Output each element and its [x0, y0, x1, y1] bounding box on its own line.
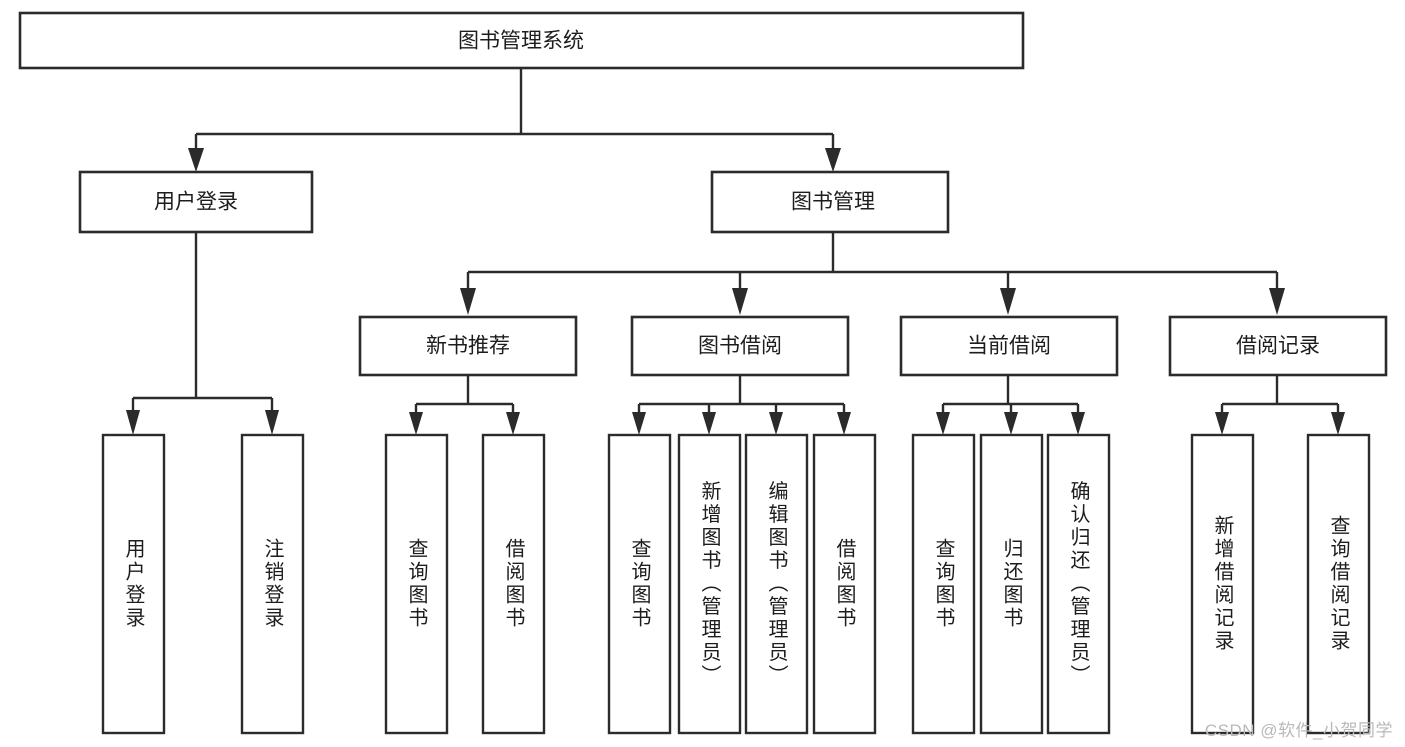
leaf-user-login-box[interactable] — [101, 433, 166, 735]
node-leaf-query-book-3[interactable]: 查询图书 — [911, 433, 976, 735]
arrow-to-leaf-borrow-book-2 — [837, 412, 851, 435]
leaf-return-book-label: 归还图书 — [1000, 538, 1023, 630]
arrow-to-leaf-add-record — [1215, 412, 1229, 435]
node-leaf-query-book-1[interactable]: 查询图书 — [384, 433, 449, 735]
arrow-to-leaf-return-book — [1004, 412, 1018, 435]
arrow-to-book-borrow — [732, 288, 748, 315]
arrow-to-leaf-logout — [265, 410, 279, 435]
arrow-to-leaf-user-login — [126, 410, 140, 435]
node-leaf-edit-book[interactable]: 编辑图书（管理员） — [744, 433, 809, 735]
node-new-book-recommend[interactable]: 新书推荐 — [358, 315, 578, 377]
leaf-add-book-label: 新增图书（管理员） — [698, 480, 721, 687]
leaf-logout-label: 注销登录 — [261, 538, 284, 630]
root-box[interactable] — [18, 11, 1025, 70]
root-label: 图书管理系统 — [458, 30, 584, 53]
leaf-query-book-2-box[interactable] — [607, 433, 672, 735]
node-current-borrow[interactable]: 当前借阅 — [899, 315, 1119, 377]
book-borrow-label: 图书借阅 — [698, 335, 782, 358]
leaf-edit-book-box[interactable] — [744, 433, 809, 735]
book-borrow-box[interactable] — [630, 315, 850, 377]
leaf-edit-book-label: 编辑图书（管理员） — [765, 480, 788, 687]
book-manage-label: 图书管理 — [791, 191, 875, 214]
leaf-borrow-book-1-box[interactable] — [481, 433, 546, 735]
node-leaf-logout[interactable]: 注销登录 — [240, 433, 305, 735]
node-book-borrow[interactable]: 图书借阅 — [630, 315, 850, 377]
leaf-confirm-return-box[interactable] — [1046, 433, 1111, 735]
arrow-to-current-borrow — [1000, 288, 1016, 315]
leaf-add-record-box[interactable] — [1190, 433, 1255, 735]
book-manage-box[interactable] — [710, 170, 950, 234]
node-leaf-return-book[interactable]: 归还图书 — [979, 433, 1044, 735]
node-leaf-borrow-book-1[interactable]: 借阅图书 — [481, 433, 546, 735]
user-login-box[interactable] — [78, 170, 314, 234]
new-book-recommend-box[interactable] — [358, 315, 578, 377]
leaf-query-record-label: 查询借阅记录 — [1327, 515, 1350, 653]
user-login-label: 用户登录 — [154, 191, 238, 214]
node-user-login[interactable]: 用户登录 — [78, 170, 314, 234]
leaf-query-book-2-label: 查询图书 — [628, 538, 651, 630]
arrow-to-user-login — [188, 148, 204, 172]
leaf-confirm-return-label: 确认归还（管理员） — [1067, 480, 1090, 687]
leaf-add-book-box[interactable] — [677, 433, 742, 735]
new-book-recommend-label: 新书推荐 — [426, 335, 510, 358]
arrow-to-leaf-edit-book — [769, 412, 783, 435]
node-leaf-borrow-book-2[interactable]: 借阅图书 — [812, 433, 877, 735]
arrow-to-leaf-query-record — [1331, 412, 1345, 435]
borrow-record-box[interactable] — [1168, 315, 1388, 377]
leaf-query-book-3-box[interactable] — [911, 433, 976, 735]
node-leaf-user-login[interactable]: 用户登录 — [101, 433, 166, 735]
leaf-query-book-1-box[interactable] — [384, 433, 449, 735]
node-book-manage[interactable]: 图书管理 — [710, 170, 950, 234]
node-leaf-add-record[interactable]: 新增借阅记录 — [1190, 433, 1255, 735]
current-borrow-label: 当前借阅 — [967, 335, 1051, 358]
leaf-query-book-3-label: 查询图书 — [932, 538, 955, 630]
arrow-to-book-manage — [825, 148, 841, 172]
leaf-add-record-label: 新增借阅记录 — [1211, 515, 1234, 653]
leaf-logout-box[interactable] — [240, 433, 305, 735]
arrow-to-leaf-add-book — [702, 412, 716, 435]
leaf-return-book-box[interactable] — [979, 433, 1044, 735]
edges-layer — [126, 68, 1345, 435]
borrow-record-label: 借阅记录 — [1236, 335, 1320, 358]
node-leaf-query-book-2[interactable]: 查询图书 — [607, 433, 672, 735]
leaf-borrow-book-1-label: 借阅图书 — [502, 538, 525, 630]
leaf-query-record-box[interactable] — [1306, 433, 1371, 735]
arrow-to-leaf-query-book-1 — [409, 412, 423, 435]
node-borrow-record[interactable]: 借阅记录 — [1168, 315, 1388, 377]
node-leaf-add-book[interactable]: 新增图书（管理员） — [677, 433, 742, 735]
arrow-to-leaf-query-book-3 — [936, 412, 950, 435]
arrow-to-leaf-confirm-return — [1071, 412, 1085, 435]
node-leaf-query-record[interactable]: 查询借阅记录 — [1306, 433, 1371, 735]
leaf-query-book-1-label: 查询图书 — [405, 538, 428, 630]
arrow-to-new-book-recommend — [460, 288, 476, 315]
leaf-user-login-label: 用户登录 — [122, 538, 145, 630]
leaf-borrow-book-2-label: 借阅图书 — [833, 538, 856, 630]
current-borrow-box[interactable] — [899, 315, 1119, 377]
node-root[interactable]: 图书管理系统 — [18, 11, 1025, 70]
arrow-to-leaf-borrow-book-1 — [506, 412, 520, 435]
leaf-borrow-book-2-box[interactable] — [812, 433, 877, 735]
node-leaf-confirm-return[interactable]: 确认归还（管理员） — [1046, 433, 1111, 735]
arrow-to-borrow-record — [1269, 288, 1285, 315]
arrow-to-leaf-query-book-2 — [632, 412, 646, 435]
